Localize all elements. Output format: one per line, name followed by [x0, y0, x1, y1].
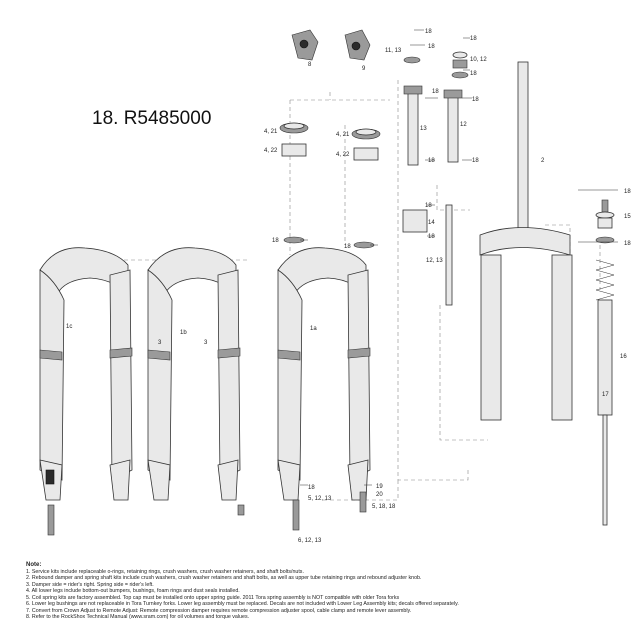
label-8: 8 — [308, 62, 312, 68]
label-18: 18 — [425, 203, 432, 209]
label-4-22: 4, 22 — [336, 152, 350, 158]
label-14: 14 — [428, 220, 435, 226]
coil-spring-16-17 — [595, 199, 615, 526]
label-18: 18 — [624, 241, 631, 247]
label-18: 18 — [428, 234, 435, 240]
label-18: 18 — [428, 44, 435, 50]
lower-leg-1c — [39, 247, 133, 501]
dust-seals — [279, 122, 381, 249]
note-item: 5. Coil spring kits are factory assemble… — [26, 594, 400, 601]
label-9: 9 — [362, 66, 366, 72]
label-5-18-18: 5, 18, 18 — [372, 504, 396, 510]
notes-section: Note: 1. Service kits include replaceabl… — [26, 562, 626, 621]
label-12: 12 — [460, 122, 467, 128]
note-item: 6. Lower leg bushings are not replaceabl… — [26, 601, 459, 607]
label-18: 18 — [272, 238, 279, 244]
label-11-13: 11, 13 — [385, 48, 402, 54]
label-18: 18 — [428, 158, 435, 164]
bottom-bolts — [47, 491, 367, 536]
label-18: 18 — [470, 71, 477, 77]
label-18: 18 — [425, 29, 432, 35]
label-2: 2 — [541, 158, 545, 164]
label-16: 16 — [620, 354, 627, 360]
top-cap-parts — [403, 51, 469, 79]
lower-leg-1b — [147, 247, 241, 501]
lower-leg-1a — [277, 247, 371, 501]
label-20: 20 — [376, 492, 383, 498]
part-labels: 18 11, 13 18 18 10, 12 18 8 9 18 18 13 1… — [66, 29, 631, 544]
note-item: 2. Rebound damper and spring shaft kits … — [26, 575, 422, 581]
label-17: 17 — [602, 392, 609, 398]
label-4-21: 4, 21 — [336, 132, 350, 138]
label-3: 3 — [158, 340, 162, 346]
leader-lines — [300, 29, 618, 486]
label-15: 15 — [624, 214, 631, 220]
note-item: 8. Refer to the RockShox Technical Manua… — [26, 614, 250, 620]
label-10-12: 10, 12 — [470, 57, 487, 63]
label-3: 3 — [204, 340, 208, 346]
label-18: 18 — [624, 189, 631, 195]
label-4-21: 4, 21 — [264, 129, 278, 135]
damper-shafts — [402, 85, 463, 306]
label-1c: 1c — [66, 324, 72, 330]
note-item: 3. Damper side = rider's right. Spring s… — [26, 581, 154, 588]
label-18: 18 — [472, 158, 479, 164]
label-18: 18 — [308, 485, 315, 491]
note-item: 7. Convert from Crown Adjust to Remote A… — [26, 607, 412, 614]
label-1a: 1a — [310, 326, 317, 332]
label-12-13: 12, 13 — [426, 258, 443, 264]
label-18: 18 — [472, 97, 479, 103]
label-18: 18 — [470, 36, 477, 42]
label-4-22: 4, 22 — [264, 148, 278, 154]
diagram-title: 18. R5485000 — [92, 108, 212, 129]
label-18: 18 — [344, 244, 351, 250]
remote-adjuster-8 — [291, 29, 319, 61]
note-item: 1. Service kits include replaceable o-ri… — [26, 568, 304, 575]
label-5-12-13: 5, 12, 13 — [308, 496, 332, 502]
crown-steerer-2 — [479, 61, 573, 421]
label-19: 19 — [376, 484, 383, 490]
label-18: 18 — [432, 89, 439, 95]
note-item: 4. All lower legs include bottom-out bum… — [26, 588, 240, 594]
label-13: 13 — [420, 126, 427, 132]
label-6-12-13: 6, 12, 13 — [298, 538, 322, 544]
notes-heading: Note: — [26, 562, 42, 568]
crown-adjuster-9 — [344, 29, 371, 61]
label-1b: 1b — [180, 330, 187, 336]
